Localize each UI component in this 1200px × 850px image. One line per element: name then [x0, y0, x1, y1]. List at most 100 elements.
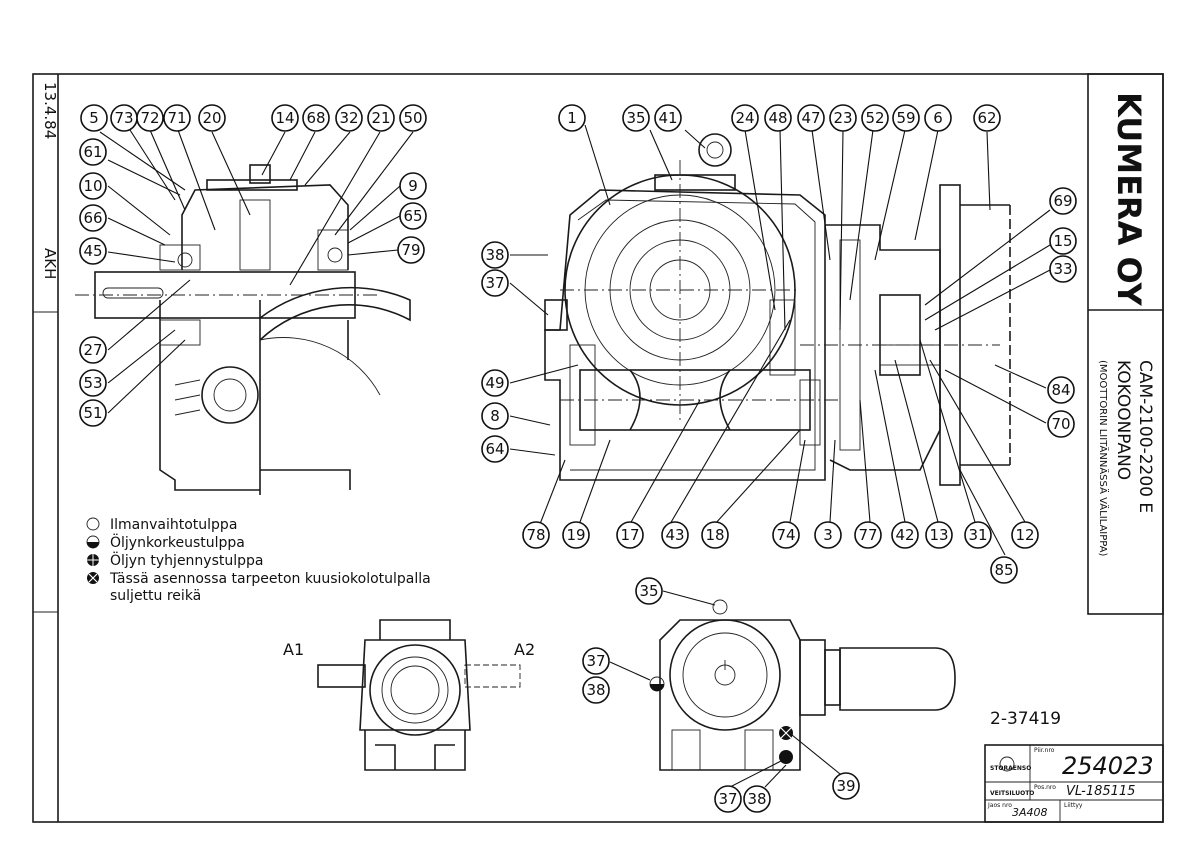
front-view: A1 A2	[283, 619, 535, 771]
svg-text:48: 48	[768, 109, 787, 127]
svg-text:8: 8	[490, 407, 500, 425]
document-number: 2-37419	[990, 709, 1061, 729]
balloon-20: 20	[198, 104, 226, 132]
a1-label: A1	[283, 640, 304, 659]
svg-text:61: 61	[83, 143, 102, 161]
balloon-61: 61	[79, 138, 107, 166]
svg-text:39: 39	[836, 777, 855, 795]
balloon-38: 38	[481, 241, 509, 269]
balloon-9: 9	[399, 172, 427, 200]
balloon-52: 52	[861, 104, 889, 132]
balloon-59: 59	[892, 104, 920, 132]
balloon-38-side: 38	[582, 676, 610, 704]
svg-text:59: 59	[896, 109, 915, 127]
balloon-24: 24	[731, 104, 759, 132]
leader-lines	[99, 124, 1051, 788]
balloon-31: 31	[964, 521, 992, 549]
balloon-71: 71	[163, 104, 191, 132]
svg-text:35: 35	[639, 582, 658, 600]
svg-text:38: 38	[485, 246, 504, 264]
vent-plug-icon	[712, 599, 728, 615]
jaos-number: 3A408	[1012, 806, 1048, 819]
balloon-17: 17	[616, 521, 644, 549]
svg-text:71: 71	[167, 109, 186, 127]
svg-text:37: 37	[718, 790, 737, 808]
svg-text:24: 24	[735, 109, 754, 127]
drain-plug-icon	[87, 554, 99, 566]
svg-text:38: 38	[747, 790, 766, 808]
section-view-right	[544, 133, 1011, 486]
balloon-37-bottom: 37	[714, 785, 742, 813]
svg-text:5: 5	[89, 109, 99, 127]
legend-text: Ilmanvaihtotulppa Öljynkorkeustulppa Ölj…	[109, 517, 431, 604]
vent-plug-icon	[86, 517, 100, 531]
balloon-79: 79	[397, 236, 425, 264]
balloon-38-bottom: 38	[743, 785, 771, 813]
balloon-66: 66	[79, 204, 107, 232]
svg-text:72: 72	[140, 109, 159, 127]
balloon-70: 70	[1047, 410, 1075, 438]
balloon-10: 10	[79, 172, 107, 200]
svg-text:38: 38	[586, 681, 605, 699]
balloon-41: 41	[654, 104, 682, 132]
svg-text:Liittyy: Liittyy	[1064, 802, 1083, 809]
balloon-1: 1	[558, 104, 586, 132]
balloon-78: 78	[522, 521, 550, 549]
balloon-35-side: 35	[635, 577, 663, 605]
frame-initials: AKH	[41, 248, 59, 279]
balloon-35: 35	[622, 104, 650, 132]
balloon-43: 43	[661, 521, 689, 549]
pilr-number: 254023	[1062, 752, 1154, 780]
balloon-69: 69	[1049, 187, 1077, 215]
svg-text:13.4.84: 13.4.84	[41, 82, 59, 139]
svg-text:85: 85	[994, 561, 1013, 579]
svg-text:41: 41	[658, 109, 677, 127]
balloon-62: 62	[973, 104, 1001, 132]
svg-text:84: 84	[1051, 381, 1070, 399]
balloon-64: 64	[481, 435, 509, 463]
balloon-33: 33	[1049, 255, 1077, 283]
balloon-45: 45	[79, 237, 107, 265]
balloon-14: 14	[271, 104, 299, 132]
svg-text:12: 12	[1015, 526, 1034, 544]
stamp-block: STORAENSO VEITSILUOTO Piir.nro 254023 Po…	[984, 744, 1164, 823]
balloon-8: 8	[481, 402, 509, 430]
svg-text:20: 20	[202, 109, 221, 127]
svg-text:KOKOONPANO: KOKOONPANO	[1113, 360, 1133, 480]
svg-text:23: 23	[833, 109, 852, 127]
svg-text:AKH: AKH	[41, 248, 59, 279]
balloon-51: 51	[79, 399, 107, 427]
svg-text:42: 42	[895, 526, 914, 544]
balloon-77: 77	[854, 521, 882, 549]
svg-text:31: 31	[968, 526, 987, 544]
hex-plug-icon	[87, 572, 99, 584]
balloon-19: 19	[562, 521, 590, 549]
pos-number: VL-185115	[1066, 784, 1135, 799]
hex-plug-icon	[779, 726, 793, 740]
svg-text:49: 49	[485, 374, 504, 392]
svg-text:Jaos nro: Jaos nro	[987, 802, 1012, 809]
svg-text:62: 62	[977, 109, 996, 127]
balloon-23: 23	[829, 104, 857, 132]
balloon-49: 49	[481, 369, 509, 397]
svg-text:3: 3	[823, 526, 833, 544]
balloon-18: 18	[701, 521, 729, 549]
balloon-84: 84	[1047, 376, 1075, 404]
svg-text:70: 70	[1051, 415, 1070, 433]
svg-text:10: 10	[83, 177, 102, 195]
balloon-48: 48	[764, 104, 792, 132]
svg-text:Pos.nro: Pos.nro	[1034, 784, 1056, 791]
svg-text:52: 52	[865, 109, 884, 127]
balloon-15: 15	[1049, 227, 1077, 255]
balloon-12: 12	[1011, 521, 1039, 549]
balloon-5: 5	[80, 104, 108, 132]
svg-text:9: 9	[408, 177, 418, 195]
balloon-47: 47	[797, 104, 825, 132]
side-view	[649, 599, 956, 771]
balloon-72: 72	[136, 104, 164, 132]
balloon-74: 74	[772, 521, 800, 549]
svg-text:18: 18	[705, 526, 724, 544]
svg-text:32: 32	[339, 109, 358, 127]
balloon-85: 85	[990, 556, 1018, 584]
